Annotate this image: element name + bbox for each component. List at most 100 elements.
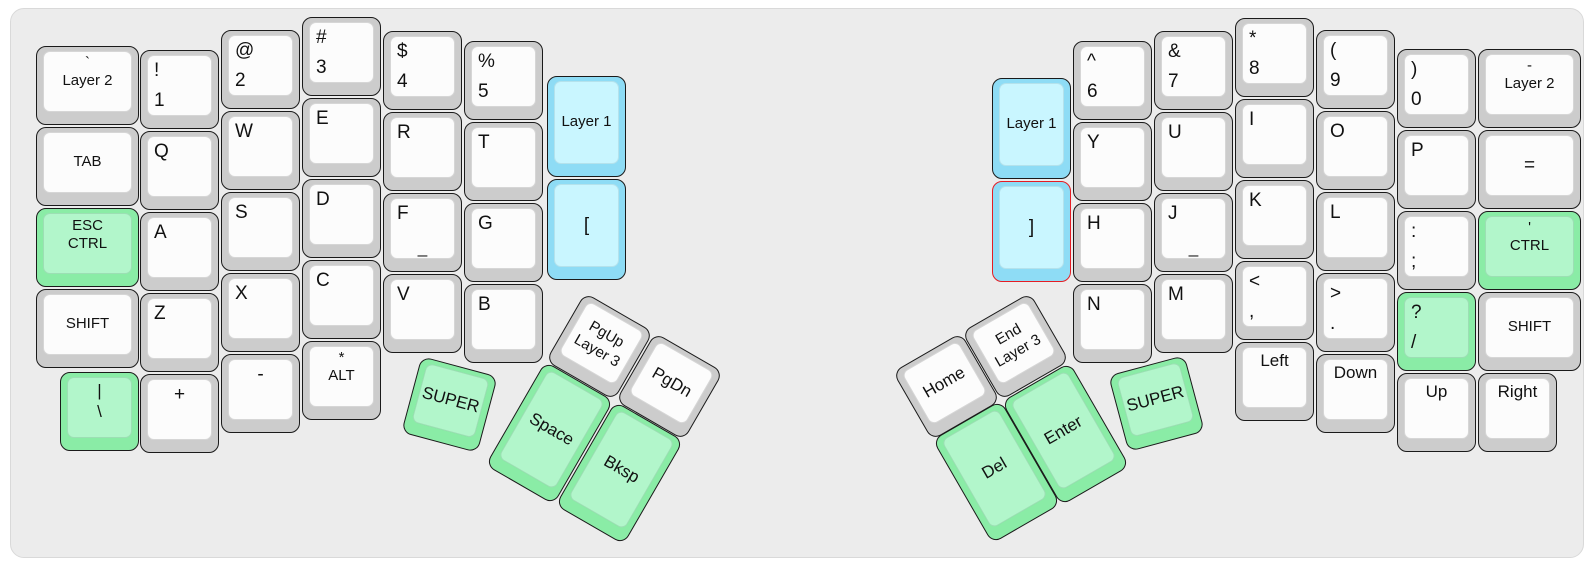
- keycap-top: B: [471, 289, 536, 350]
- key-h[interactable]: H: [1073, 203, 1152, 282]
- key-layer1-left[interactable]: Layer 1: [547, 76, 626, 177]
- key-colon-semicolon[interactable]: :;: [1397, 211, 1476, 290]
- keycap-top: P: [1404, 135, 1469, 196]
- key-legend: @: [235, 40, 255, 61]
- key-rparen-0[interactable]: )0: [1397, 49, 1476, 128]
- key-layer1-right[interactable]: Layer 1: [992, 78, 1071, 179]
- keycap-top: Z: [147, 298, 212, 359]
- key-period[interactable]: >.: [1316, 273, 1395, 352]
- key-m[interactable]: M: [1154, 274, 1233, 353]
- key-amp-7[interactable]: &7: [1154, 31, 1233, 110]
- key-super-right[interactable]: SUPER: [1107, 354, 1205, 452]
- key-j[interactable]: J_: [1154, 193, 1233, 272]
- key-z[interactable]: Z: [140, 293, 219, 372]
- key-legend: <: [1249, 271, 1261, 292]
- key-caret-6[interactable]: ^6: [1073, 41, 1152, 120]
- keycap-top: -Layer 2: [1485, 54, 1574, 115]
- key-at-2[interactable]: @2: [221, 30, 300, 109]
- key-l[interactable]: L: [1316, 192, 1395, 271]
- key-w[interactable]: W: [221, 111, 300, 190]
- key-legend: X: [235, 283, 248, 304]
- key-down-arrow[interactable]: Down: [1316, 354, 1395, 433]
- key-tab[interactable]: TAB: [36, 127, 139, 206]
- key-o[interactable]: O: [1316, 111, 1395, 190]
- key-a[interactable]: A: [140, 212, 219, 291]
- key-lbracket[interactable]: [: [547, 179, 626, 280]
- key-equals[interactable]: =: [1478, 130, 1581, 209]
- key-right-arrow[interactable]: Right: [1478, 373, 1557, 452]
- keycap-top: Layer 1: [999, 83, 1064, 166]
- key-u[interactable]: U: [1154, 112, 1233, 191]
- keycap-top: |\: [67, 377, 132, 438]
- keycap-top: Down: [1323, 359, 1388, 420]
- key-shift-right[interactable]: SHIFT: [1478, 292, 1581, 371]
- key-legend: T: [478, 132, 490, 153]
- key-left-arrow[interactable]: Left: [1235, 342, 1314, 421]
- key-rbracket[interactable]: ]: [992, 181, 1071, 282]
- keycap-top: Right: [1485, 378, 1550, 439]
- key-legend: Right: [1497, 382, 1538, 401]
- key-percent-5[interactable]: %5: [464, 41, 543, 120]
- key-comma[interactable]: <,: [1235, 261, 1314, 340]
- keycap-top: +: [147, 379, 212, 440]
- key-legend: 7: [1168, 70, 1179, 92]
- key-x[interactable]: X: [221, 273, 300, 352]
- key-legend: C: [316, 270, 330, 291]
- key-i[interactable]: I: [1235, 99, 1314, 178]
- key-legend: #: [316, 27, 327, 48]
- key-t[interactable]: T: [464, 122, 543, 201]
- key-e[interactable]: E: [302, 98, 381, 177]
- key-d[interactable]: D: [302, 179, 381, 258]
- keycap-top: *8: [1242, 23, 1307, 84]
- key-legend: W: [235, 121, 253, 142]
- key-question-slash[interactable]: ?/: [1397, 292, 1476, 371]
- key-q[interactable]: Q: [140, 131, 219, 210]
- keycap-top: K: [1242, 185, 1307, 246]
- keycap-top: ?/: [1404, 297, 1469, 358]
- key-n[interactable]: N: [1073, 284, 1152, 363]
- key-f[interactable]: F_: [383, 193, 462, 272]
- key-legend: ]: [1028, 216, 1035, 238]
- key-minus-layer2[interactable]: -Layer 2: [1478, 49, 1581, 128]
- key-layer2-grave[interactable]: `Layer 2: [36, 46, 139, 125]
- key-g[interactable]: G: [464, 203, 543, 282]
- keycap-top: #3: [309, 22, 374, 83]
- key-star-alt[interactable]: *ALT: [302, 341, 381, 420]
- keycap-top: N: [1080, 289, 1145, 350]
- keycap-top: SUPER: [410, 362, 490, 439]
- keycap-top: %5: [471, 46, 536, 107]
- key-legend: 1: [154, 89, 165, 111]
- key-pipe-backslash[interactable]: |\: [60, 372, 139, 451]
- key-quote-ctrl[interactable]: 'CTRL: [1478, 211, 1581, 290]
- key-plus[interactable]: +: [140, 374, 219, 453]
- key-up-arrow[interactable]: Up: [1397, 373, 1476, 452]
- key-v[interactable]: V: [383, 274, 462, 353]
- key-k[interactable]: K: [1235, 180, 1314, 259]
- key-legend: \: [97, 401, 102, 421]
- key-star-8[interactable]: *8: [1235, 18, 1314, 97]
- key-lparen-9[interactable]: (9: [1316, 30, 1395, 109]
- key-s[interactable]: S: [221, 192, 300, 271]
- key-legend: Z: [154, 303, 166, 324]
- key-y[interactable]: Y: [1073, 122, 1152, 201]
- keycap-top: &7: [1161, 36, 1226, 97]
- key-hash-3[interactable]: #3: [302, 17, 381, 96]
- keycap-top: D: [309, 184, 374, 245]
- key-super-left[interactable]: SUPER: [400, 355, 498, 453]
- key-p[interactable]: P: [1397, 130, 1476, 209]
- keycap-top: H: [1080, 208, 1145, 269]
- key-legend: CTRL: [1509, 236, 1550, 254]
- key-c[interactable]: C: [302, 260, 381, 339]
- key-excl-1[interactable]: !1: [140, 50, 219, 129]
- key-r[interactable]: R: [383, 112, 462, 191]
- key-dollar-4[interactable]: $4: [383, 31, 462, 110]
- keycap-top: :;: [1404, 216, 1469, 277]
- key-b[interactable]: B: [464, 284, 543, 363]
- keycap-top: Up: [1404, 378, 1469, 439]
- key-shift-left[interactable]: SHIFT: [36, 289, 139, 368]
- key-minus[interactable]: -: [221, 354, 300, 433]
- key-legend: !: [154, 60, 160, 81]
